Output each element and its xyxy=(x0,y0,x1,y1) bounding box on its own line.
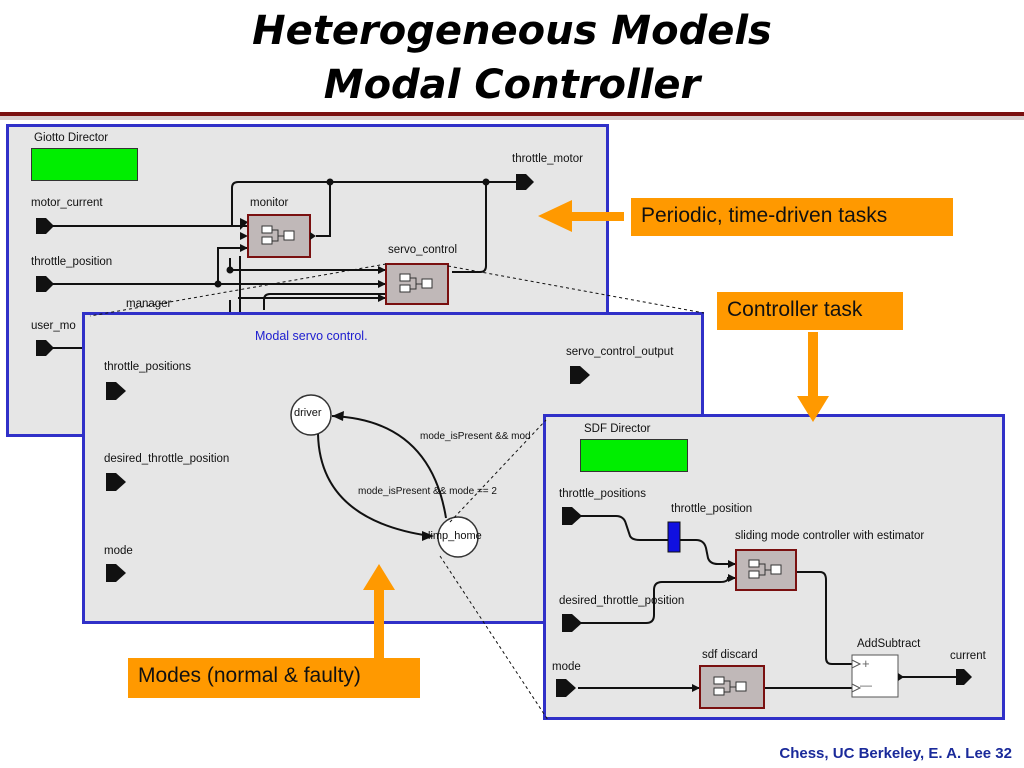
giotto-director[interactable] xyxy=(31,148,138,181)
manager-label: manager xyxy=(126,298,172,310)
motor-current-port-icon xyxy=(36,218,54,234)
modal-input-throttle-positions: throttle_positions xyxy=(104,361,191,373)
giotto-output-throttle-motor: throttle_motor xyxy=(512,153,583,165)
monitor-label: monitor xyxy=(250,197,289,209)
modal-output: servo_control_output xyxy=(566,346,674,358)
giotto-director-label: Giotto Director xyxy=(34,132,109,144)
modal-title: Modal servo control. xyxy=(255,329,368,343)
periodic-arrow-shaft xyxy=(568,212,624,221)
throttle-motor-port-icon xyxy=(516,174,534,190)
modal-output-port-icon xyxy=(570,366,590,384)
sliding-mode-controller-actor-icon xyxy=(735,549,797,591)
giotto-input-motor-current: motor_current xyxy=(31,197,103,209)
monitor-actor-icon xyxy=(247,214,316,258)
modal-input-desired-throttle-position: desired_throttle_position xyxy=(104,453,230,465)
sdf-input-desired-throttle-position: desired_throttle_position xyxy=(559,595,685,607)
modes-arrow-shaft xyxy=(374,586,384,658)
controller-arrow-shaft xyxy=(808,332,818,398)
modal-desired-position-port-icon xyxy=(106,473,126,491)
sdf-director-label: SDF Director xyxy=(584,423,651,435)
sdf-mode-port-icon xyxy=(556,679,576,697)
add-subtract-label: AddSubtract xyxy=(857,638,921,650)
state-limp-home-icon xyxy=(437,516,479,558)
giotto-input-throttle-position: throttle_position xyxy=(31,256,113,268)
callout-modes: Modes (normal & faulty) xyxy=(128,658,420,698)
add-symbol: + xyxy=(862,656,870,671)
slide-title-line-1: Heterogeneous Models xyxy=(252,8,772,54)
slide-footer: Chess, UC Berkeley, E. A. Lee 32 xyxy=(779,745,1012,762)
servo-control-actor-icon xyxy=(385,263,449,305)
sdf-input-mode: mode xyxy=(552,661,581,673)
slide-title-line-2: Modal Controller xyxy=(323,62,701,108)
transition-label-bottom: mode_isPresent && mode == 2 xyxy=(358,486,497,497)
throttle-position-sampler-icon xyxy=(667,521,681,553)
sdf-throttle-positions-port-icon xyxy=(562,507,582,525)
sliding-mode-controller-label: sliding mode controller with estimator xyxy=(735,530,925,542)
sdf-input-throttle-positions: throttle_positions xyxy=(559,488,646,500)
sdf-discard-label: sdf discard xyxy=(702,649,758,661)
callout-periodic-tasks: Periodic, time-driven tasks xyxy=(631,198,953,236)
add-subtract-actor-icon xyxy=(851,654,899,698)
sdf-discard-actor-icon xyxy=(699,665,765,709)
title-rule xyxy=(0,112,1024,116)
modal-input-mode: mode xyxy=(104,545,133,557)
periodic-arrow-head-icon xyxy=(538,200,572,232)
state-limp-home-label[interactable]: limp_home xyxy=(428,530,482,542)
user-mode-port-icon xyxy=(36,340,54,356)
callout-controller-task: Controller task xyxy=(717,292,903,330)
modal-throttle-positions-port-icon xyxy=(106,382,126,400)
title-rule-shadow xyxy=(0,116,1024,120)
giotto-input-user-mode: user_mo xyxy=(31,320,76,332)
servo-control-label: servo_control xyxy=(388,244,458,256)
sdf-current-port-icon xyxy=(956,669,972,685)
throttle-position-port-icon xyxy=(36,276,54,292)
transition-label-top: mode_isPresent && mod xyxy=(420,431,531,442)
sdf-desired-position-port-icon xyxy=(562,614,582,632)
modes-arrow-head-icon xyxy=(363,564,395,590)
controller-arrow-head-icon xyxy=(797,396,829,422)
sdf-output-current: current xyxy=(950,650,986,662)
throttle-position-actor-label: throttle_position xyxy=(671,503,753,515)
modal-mode-port-icon xyxy=(106,564,126,582)
state-driver-label[interactable]: driver xyxy=(294,407,322,419)
sdf-director[interactable] xyxy=(580,439,688,472)
subtract-symbol: — xyxy=(860,678,872,692)
state-driver-icon xyxy=(290,394,332,436)
